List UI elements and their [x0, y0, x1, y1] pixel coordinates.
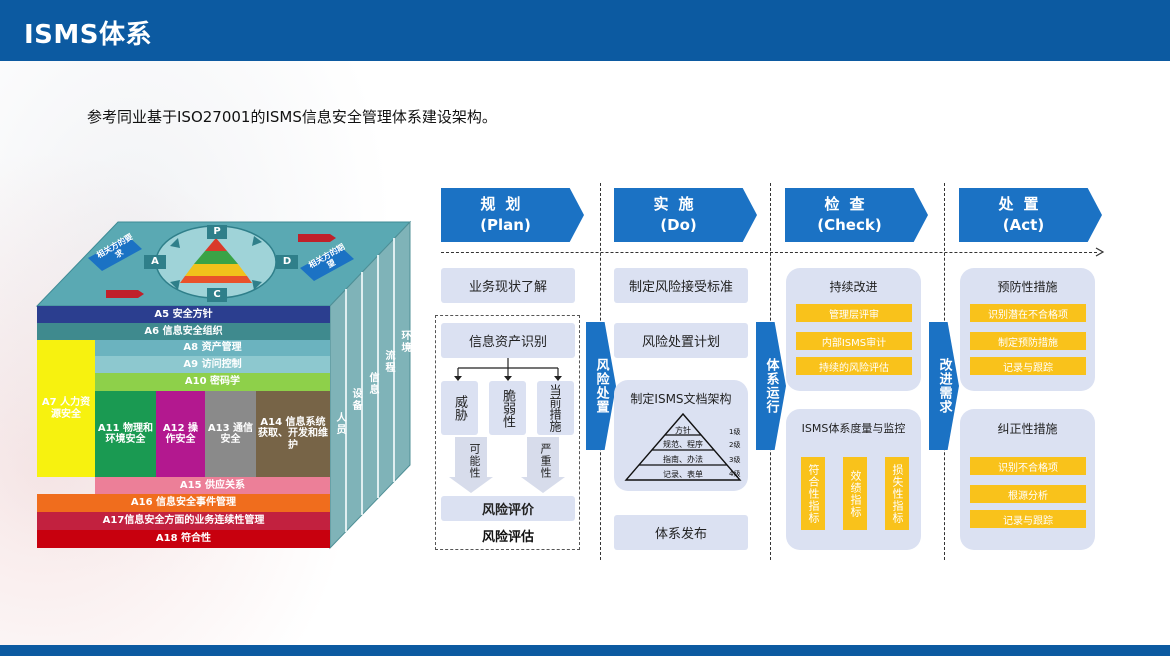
row-a13: A13 通信安全: [205, 391, 256, 477]
phase-act-en: (Act): [1002, 216, 1045, 234]
doc-level-4-tag: 4级: [729, 470, 741, 478]
down-arrows: [449, 437, 565, 493]
timeline-axis: [441, 252, 1097, 253]
cycle-arrow-icon: [170, 280, 180, 290]
pdca-a: A: [144, 255, 166, 269]
left-banner: [88, 236, 142, 271]
row-a18: A18 符合性: [37, 530, 330, 548]
check-item-1: 管理层评审: [796, 304, 912, 322]
plan-threat-box: 威胁: [441, 381, 478, 435]
phase-check: 检查 (Check): [785, 188, 928, 242]
act-corrective-item-1: 识别不合格项: [970, 457, 1086, 475]
doc-level-3: 指南、办法: [663, 455, 703, 464]
right-banner: [300, 246, 354, 281]
act-corrective-item-2: 根源分析: [970, 485, 1086, 503]
plan-severity: 严重性: [539, 443, 552, 479]
plan-risk-eval-box: 风险评价: [441, 496, 575, 521]
row-a8: A8 资产管理: [95, 340, 330, 356]
row-a6: A6 信息安全组织: [37, 323, 330, 340]
header-bar: ISMS体系: [0, 0, 1170, 61]
timeline-arrow-icon: [1095, 247, 1105, 257]
row-a14: A14 信息系统获取、开发和维护: [256, 391, 330, 477]
arrow-risk-treatment: 风险处置: [586, 322, 616, 450]
branch-arrows: [454, 358, 562, 381]
side-label-process: 流程: [383, 350, 394, 374]
row-a10: A10 密码学: [95, 373, 330, 391]
pyramid-level: [180, 276, 252, 283]
row-a16: A16 信息安全事件管理: [37, 494, 330, 512]
row-a7: A7 人力资源安全: [37, 340, 95, 477]
check-item-2: 内部ISMS审计: [796, 332, 912, 350]
row-a9: A9 访问控制: [95, 356, 330, 373]
side-label-info: 信息: [367, 372, 378, 396]
act-preventive-item-2: 制定预防措施: [970, 332, 1086, 350]
phase-act: 处置 (Act): [959, 188, 1102, 242]
do-plan-box: 风险处置计划: [614, 323, 748, 358]
check-measure-title: ISMS体系度量与监控: [801, 422, 906, 435]
cycle-arrow-icon: [170, 238, 180, 248]
subtitle: 参考同业基于ISO27001的ISMS信息安全管理体系建设架构。: [87, 108, 497, 126]
row-a12: A12 操作安全: [156, 391, 205, 477]
side-label-device: 设备: [350, 388, 361, 412]
do-doc-title: 制定ISMS文档架构: [630, 392, 732, 406]
doc-level-1-tag: 1级: [729, 428, 741, 436]
arrow-improvement-needs: 改进需求: [929, 322, 959, 450]
phase-do-en: (Do): [660, 216, 697, 234]
pyramid-level: [185, 264, 247, 276]
footer-bar: [0, 645, 1170, 656]
plan-asset-id-box: 信息资产识别: [441, 323, 575, 358]
indicator-loss: 损失性指标: [885, 457, 909, 530]
cycle-arrow-icon: [252, 236, 262, 246]
act-preventive-title: 预防性措施: [997, 280, 1058, 294]
phase-plan-cn: 规划: [480, 195, 531, 213]
phase-act-cn: 处置: [998, 195, 1049, 213]
risk-assessment-frame: [435, 315, 580, 550]
pyramid-level: [205, 238, 227, 251]
side-label-people: 人员: [334, 412, 345, 436]
doc-level-2-tag: 2级: [729, 441, 741, 449]
phase-check-cn: 检查: [824, 195, 875, 213]
pdca-d: D: [276, 255, 298, 269]
phase-do: 实施 (Do): [614, 188, 757, 242]
pdca-c: C: [207, 288, 227, 302]
act-preventive-item-1: 识别潜在不合格项: [970, 304, 1086, 322]
do-criteria-box: 制定风险接受标准: [614, 268, 748, 303]
phase-do-cn: 实施: [653, 195, 704, 213]
act-corrective-title: 纠正性措施: [997, 422, 1058, 436]
plan-risk-assess-label: 风险评估: [481, 530, 534, 545]
plan-vuln-box: 脆弱性: [489, 381, 526, 435]
row-a11: A11 物理和环境安全: [95, 391, 156, 477]
doc-level-1: 方针: [675, 426, 691, 435]
arrow-system-operation: 体系运行: [756, 322, 786, 450]
indicator-compliance: 符合性指标: [801, 457, 825, 530]
pdca-p: P: [207, 225, 227, 239]
doc-level-3-tag: 3级: [729, 456, 741, 464]
cycle-arrow-icon: [252, 280, 262, 290]
plan-measures-box: 当前措施: [537, 381, 574, 435]
indicator-performance: 效绩指标: [843, 457, 867, 530]
pyramid-level: [194, 251, 238, 264]
doc-pyramid: [624, 412, 742, 481]
row-a17: A17信息安全方面的业务连续性管理: [37, 512, 330, 530]
do-publish-box: 体系发布: [614, 515, 748, 550]
check-item-3: 持续的风险评估: [796, 357, 912, 375]
phase-plan-en: (Plan): [480, 216, 531, 234]
plan-possibility: 可能性: [468, 443, 481, 479]
row-a15: A15 供应关系: [95, 477, 330, 494]
doc-level-4: 记录、表单: [663, 470, 703, 479]
doc-level-2: 规范、程序: [663, 440, 703, 449]
act-corrective-item-3: 记录与跟踪: [970, 510, 1086, 528]
arrow-icon: [298, 234, 336, 242]
page-title: ISMS体系: [24, 20, 152, 50]
cube-right-face: [329, 220, 411, 550]
check-improve-title: 持续改进: [829, 280, 878, 294]
side-label-env: 环境: [399, 330, 410, 354]
phase-plan: 规划 (Plan): [441, 188, 584, 242]
plan-business-box: 业务现状了解: [441, 268, 575, 303]
row-a5: A5 安全方针: [37, 306, 330, 323]
arrow-icon: [106, 290, 144, 298]
act-preventive-item-3: 记录与跟踪: [970, 357, 1086, 375]
phase-check-en: (Check): [817, 216, 882, 234]
